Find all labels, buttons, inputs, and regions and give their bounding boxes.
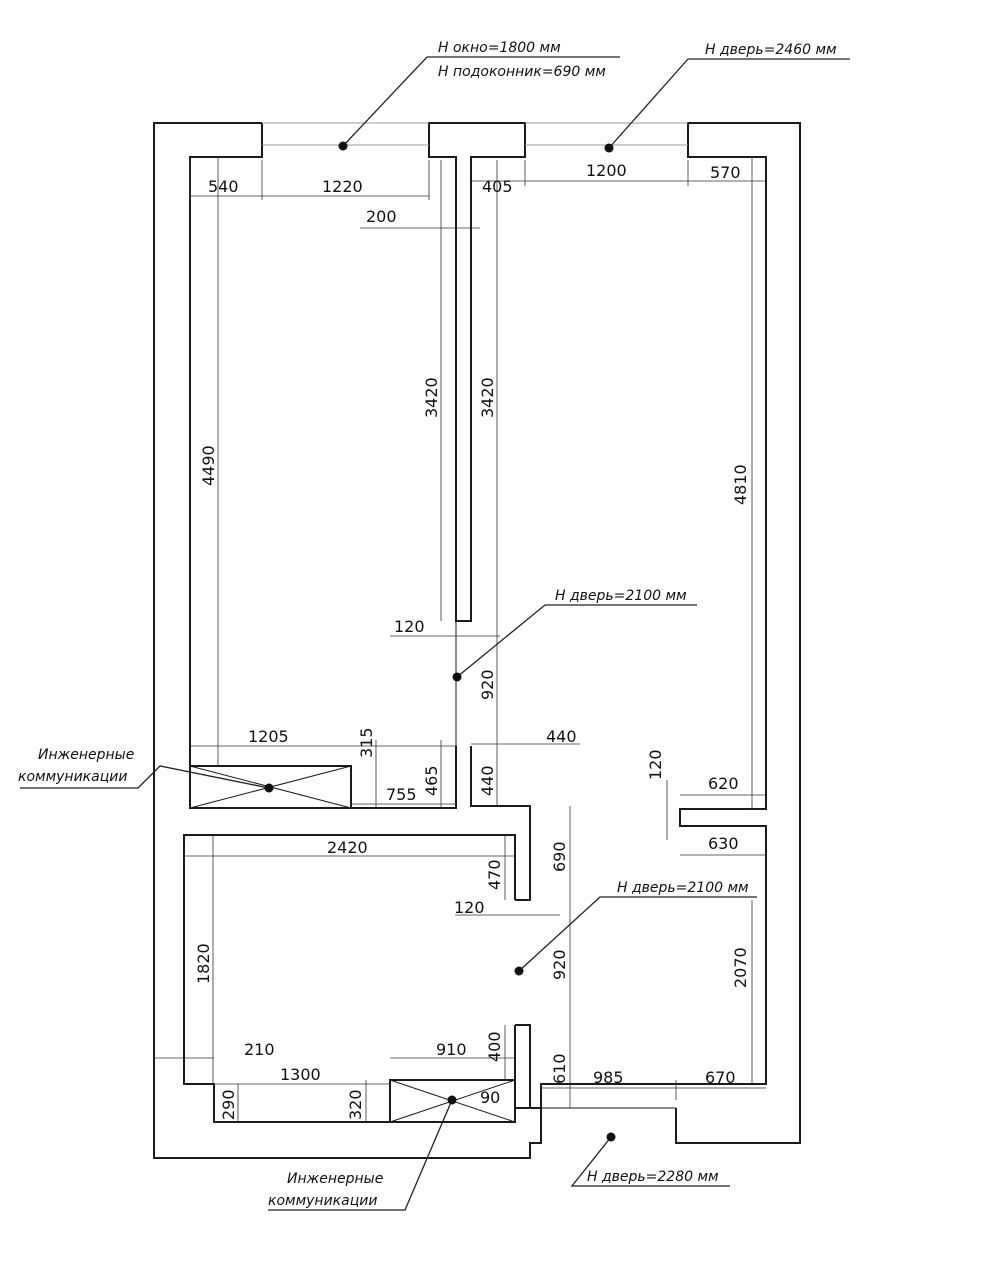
door-top-note: H дверь=2460 мм <box>705 42 837 58</box>
engineering-left-marker <box>264 783 274 793</box>
dim-440-horizontal: 440 <box>546 727 577 746</box>
dim-2070: 2070 <box>731 947 750 988</box>
dim-210: 210 <box>244 1040 275 1059</box>
dim-315: 315 <box>357 727 376 758</box>
dim-4810: 4810 <box>731 464 750 505</box>
dim-540: 540 <box>208 177 239 196</box>
dim-755: 755 <box>386 785 417 804</box>
engineering-bottom-marker <box>447 1095 457 1105</box>
dim-1200: 1200 <box>586 161 627 180</box>
dim-120-left: 120 <box>394 617 425 636</box>
dim-630: 630 <box>708 834 739 853</box>
dim-920-top: 920 <box>478 669 497 700</box>
dimension-lines <box>154 157 766 1122</box>
dim-1820: 1820 <box>194 943 213 984</box>
dim-3420-left: 3420 <box>422 377 441 418</box>
dim-4490: 4490 <box>199 445 218 486</box>
dim-910: 910 <box>436 1040 467 1059</box>
dim-670: 670 <box>705 1068 736 1087</box>
dim-290: 290 <box>219 1089 238 1120</box>
door-bottom-marker <box>606 1132 616 1142</box>
door-mid-marker <box>452 672 462 682</box>
dim-405: 405 <box>482 177 513 196</box>
dim-90: 90 <box>480 1088 500 1107</box>
dim-610: 610 <box>550 1053 569 1084</box>
annotations: H окно=1800 мм H подоконник=690 мм H две… <box>18 40 850 1211</box>
door-right-note: H дверь=2100 мм <box>617 880 749 896</box>
dim-1205: 1205 <box>248 727 289 746</box>
openings <box>262 122 688 146</box>
dim-465: 465 <box>422 765 441 796</box>
dim-2420: 2420 <box>327 838 368 857</box>
door-mid-note: H дверь=2100 мм <box>555 588 687 604</box>
dim-620: 620 <box>708 774 739 793</box>
dim-120-right: 120 <box>646 749 665 780</box>
window-height-note: H окно=1800 мм <box>438 40 561 56</box>
door-bottom-note: H дверь=2280 мм <box>587 1169 719 1185</box>
dim-470: 470 <box>485 859 504 890</box>
dim-1220: 1220 <box>322 177 363 196</box>
dim-570: 570 <box>710 163 741 182</box>
door-top-marker <box>604 143 614 153</box>
walls <box>153 122 801 1159</box>
dim-200: 200 <box>366 207 397 226</box>
dim-120-bottom: 120 <box>454 898 485 917</box>
dim-920-bottom: 920 <box>550 949 569 980</box>
dim-3420-right: 3420 <box>478 377 497 418</box>
engineering-left-note-2: коммуникации <box>18 769 127 785</box>
door-right-marker <box>514 966 524 976</box>
dim-440-vertical: 440 <box>478 765 497 796</box>
dim-690: 690 <box>550 841 569 872</box>
engineering-bottom-note-1: Инженерные <box>287 1171 383 1187</box>
dimension-labels: 540 1220 405 1200 570 200 4490 3420 3420… <box>194 161 750 1120</box>
dim-320: 320 <box>346 1089 365 1120</box>
window-marker <box>338 141 348 151</box>
dim-400: 400 <box>485 1031 504 1062</box>
dim-985: 985 <box>593 1068 624 1087</box>
sill-height-note: H подоконник=690 мм <box>438 64 606 80</box>
engineering-bottom-note-2: коммуникации <box>268 1193 377 1209</box>
engineering-left-note-1: Инженерные <box>38 747 134 763</box>
dim-1300: 1300 <box>280 1065 321 1084</box>
